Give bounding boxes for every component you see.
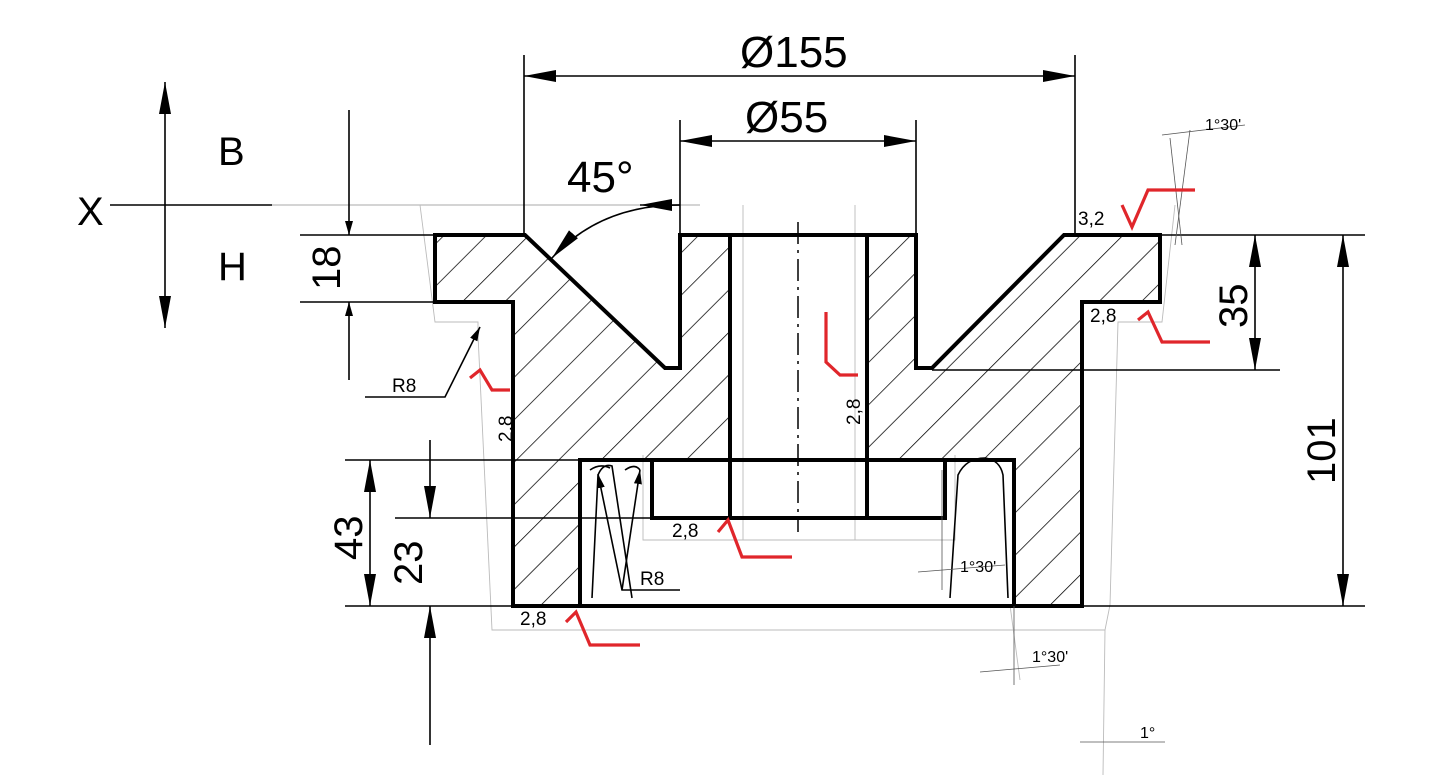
recess-ghost <box>642 455 956 541</box>
dim-outer-diameter: Ø155 <box>740 28 848 77</box>
draft-contour-right <box>1104 204 1176 631</box>
roughness-bore-icon <box>824 312 858 377</box>
leader-r8-outer <box>365 326 481 398</box>
draft-tr-line-b <box>1174 129 1191 246</box>
draft-top-right: 1°30' <box>1205 117 1241 134</box>
roughness-bottom-icon <box>564 609 640 647</box>
right-dimensions: 35 101 <box>932 234 1365 607</box>
angle-arc <box>551 204 681 259</box>
roughness-top-face: 3,2 <box>1078 209 1104 230</box>
dim-recess-height: 43 <box>327 516 371 561</box>
left-section-fill <box>435 235 730 606</box>
bottom-draft-ghost <box>1009 604 1021 681</box>
roughness-bore: 2,8 <box>844 399 865 425</box>
radius-inner-label: R8 <box>640 569 664 590</box>
dim-cone-angle: 45° <box>567 153 634 202</box>
draft-wall-right <box>949 457 1009 599</box>
roughness-flange-underside: 2,8 <box>1090 306 1116 327</box>
roughness-outer-wall-icon <box>469 367 510 392</box>
draft-tr-leader <box>1161 124 1246 136</box>
roughness-bottom-face: 2,8 <box>520 609 546 630</box>
radius-leaders: R8 R8 <box>365 326 680 591</box>
dim-inner-recess-height: 23 <box>387 541 431 586</box>
surface-finish-marks: 3,2 2,8 2,8 2,8 2,8 2,8 <box>469 188 1210 647</box>
draft-recess-wall: 1°30' <box>960 559 996 576</box>
draft-bottom-leader <box>979 664 1061 673</box>
draft-wall-left <box>591 464 633 599</box>
draft-angle-callouts: 1°30' 1°30' 1°30' 1° <box>917 117 1246 743</box>
projection-axis: X B H <box>77 82 700 328</box>
roughness-recess-floor-icon <box>716 516 792 559</box>
roughness-top-face-icon <box>1120 188 1195 231</box>
draft-recess-leader <box>917 564 1006 573</box>
dim-bore-diameter: Ø55 <box>745 93 828 142</box>
leader-r8-inner-b <box>621 469 642 591</box>
leader-r8-inner-a <box>596 473 680 591</box>
roughness-flange-icon <box>1137 309 1210 344</box>
dim-total-height: 101 <box>1300 417 1344 484</box>
dim-top-step-height: 35 <box>1212 284 1256 329</box>
part-section <box>433 222 1162 608</box>
lower-letter: H <box>218 245 247 289</box>
axis-letter: X <box>77 190 104 234</box>
diameter-dimensions: Ø155 Ø55 45° <box>523 28 1076 259</box>
draft-base: 1° <box>1140 725 1155 742</box>
roughness-recess-floor: 2,8 <box>672 521 698 542</box>
draft-bottom: 1°30' <box>1032 649 1068 666</box>
left-dimensions: 18 43 23 <box>300 110 652 745</box>
roughness-outer-wall: 2,8 <box>496 416 517 442</box>
radius-outer-label: R8 <box>392 376 416 397</box>
upper-letter: B <box>218 130 245 174</box>
inner-fillets-left <box>589 465 641 471</box>
right-section-fill <box>867 235 1160 606</box>
dim-flange-height: 18 <box>305 246 349 291</box>
